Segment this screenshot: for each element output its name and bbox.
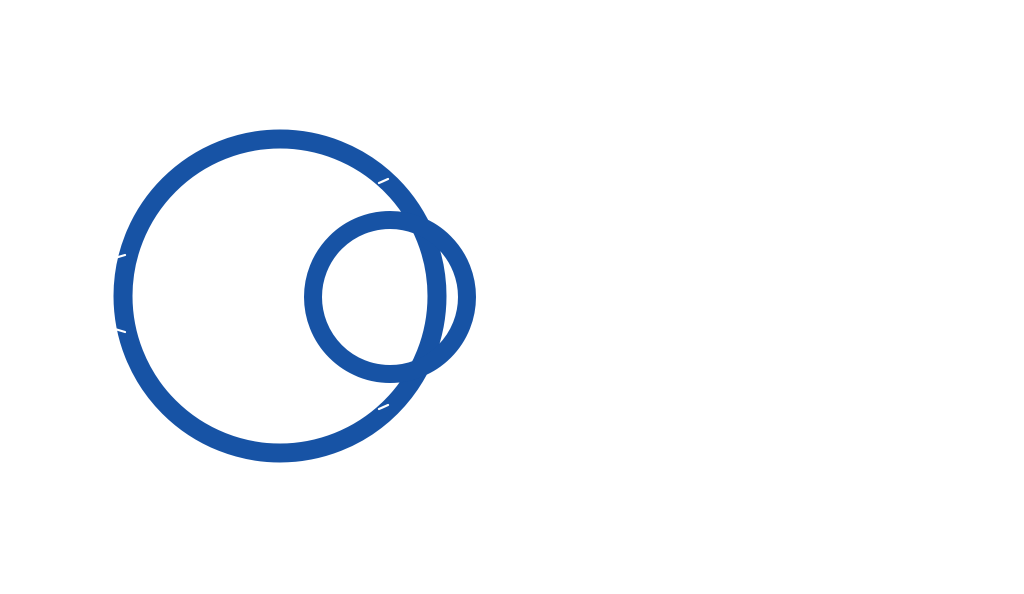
large-circle xyxy=(113,129,447,463)
tick-mark xyxy=(113,327,127,334)
small-circle xyxy=(304,211,476,383)
tick-mark xyxy=(377,177,390,185)
tick-mark xyxy=(377,403,390,411)
tick-marks xyxy=(113,177,390,411)
tick-mark xyxy=(113,253,127,260)
